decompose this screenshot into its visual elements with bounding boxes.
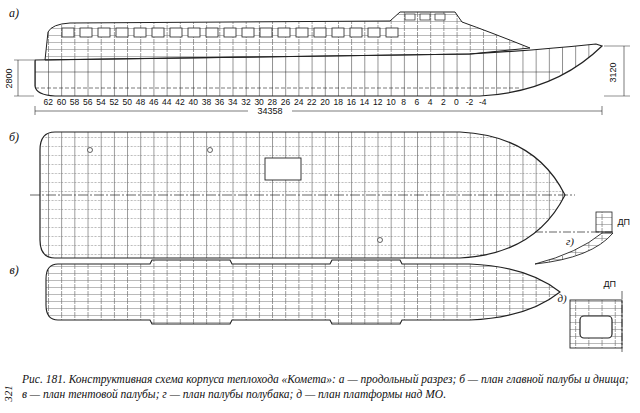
- frame-number: 2: [441, 98, 446, 107]
- dimension: 2800: [5, 68, 14, 88]
- frame-number: 58: [70, 98, 79, 107]
- frame-number: 12: [373, 98, 382, 107]
- frame-number: 50: [123, 98, 132, 107]
- frame-number: 14: [360, 98, 369, 107]
- frame-number: 48: [136, 98, 145, 107]
- frame-number: 20: [320, 98, 329, 107]
- frame-number: 4: [428, 98, 433, 107]
- frame-number: 32: [241, 98, 250, 107]
- frame-number: 8: [401, 98, 406, 107]
- frame-number: 36: [215, 98, 224, 107]
- frame-number: 44: [162, 98, 171, 107]
- frame-number: 22: [307, 98, 316, 107]
- frame-number: 0: [454, 98, 459, 107]
- view-letter: д): [558, 293, 567, 304]
- page-number: 321: [2, 385, 13, 402]
- frame-number: 16: [347, 98, 356, 107]
- frame-number: 38: [202, 98, 211, 107]
- frame-number: 54: [96, 98, 105, 107]
- frame-number: 10: [386, 98, 395, 107]
- frame-number: 46: [149, 98, 158, 107]
- frame-number: 30: [254, 98, 263, 107]
- frame-number: 56: [83, 98, 92, 107]
- view-letter: а): [9, 7, 19, 19]
- frame-number: 40: [188, 98, 197, 107]
- frame-number: 6: [415, 98, 420, 107]
- centerline-mark: ДП: [604, 280, 617, 289]
- frame-number: 62: [44, 98, 53, 107]
- dimension: 34358: [258, 107, 283, 116]
- frame-number: 26: [281, 98, 290, 107]
- frame-number: 60: [57, 98, 66, 107]
- frame-number: 52: [109, 98, 118, 107]
- dimension: 3120: [609, 62, 618, 82]
- figure-caption: Рис. 181. Конструктивная схема корпуса т…: [22, 372, 634, 402]
- view-letter: в): [10, 264, 19, 276]
- frame-number: 34: [228, 98, 237, 107]
- frame-number: 42: [175, 98, 184, 107]
- frame-number: -2: [466, 98, 474, 107]
- view-letter: б): [9, 131, 19, 143]
- frame-number: -4: [479, 98, 487, 107]
- centerline-mark: ДП: [618, 218, 631, 227]
- frame-number: 18: [333, 98, 342, 107]
- frame-number: 24: [294, 98, 303, 107]
- frame-number: 28: [268, 98, 277, 107]
- view-letter: г): [566, 236, 574, 247]
